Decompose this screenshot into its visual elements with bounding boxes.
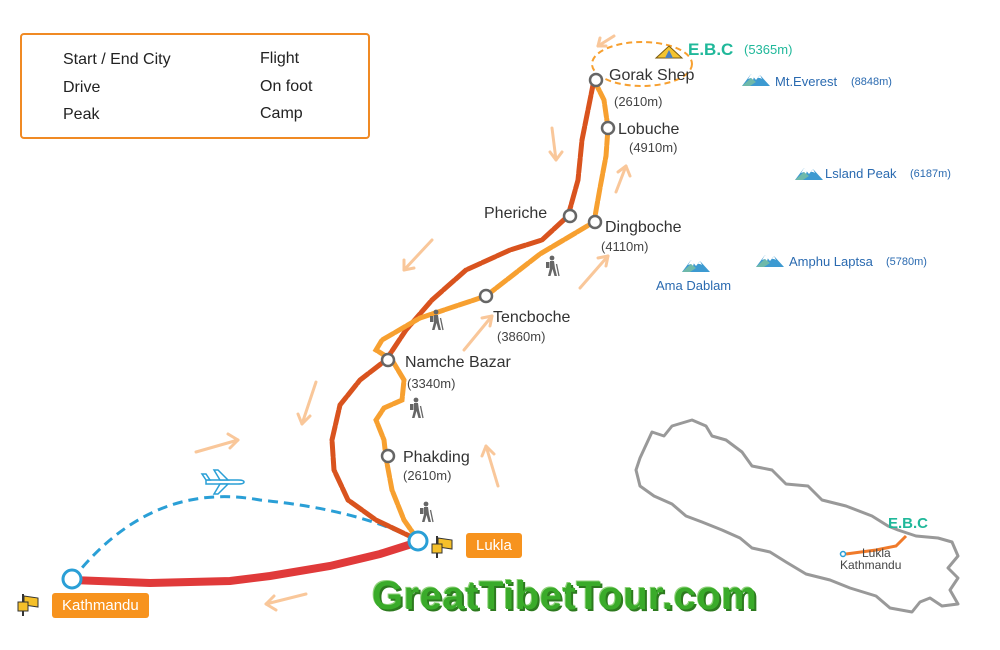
kathmandu-badge: Kathmandu bbox=[52, 593, 149, 618]
legend-on-foot-label: On foot bbox=[260, 78, 313, 95]
namche-label: Namche Bazar bbox=[405, 354, 511, 371]
nepal-inset-outline bbox=[634, 418, 960, 614]
arrow-1 bbox=[194, 432, 240, 454]
legend-start-end-city: Start / End City bbox=[63, 51, 171, 69]
arrow-6 bbox=[596, 34, 616, 48]
phakding-marker bbox=[380, 448, 396, 464]
ebc-loop bbox=[591, 41, 693, 87]
legend-peak-label: Peak bbox=[63, 106, 100, 123]
kathmandu-city-marker bbox=[61, 568, 83, 590]
arrow-9 bbox=[462, 314, 494, 352]
lukla-city-marker bbox=[407, 530, 429, 552]
arrow-10 bbox=[480, 444, 500, 488]
legend-peak: Peak bbox=[63, 106, 99, 124]
drive-route bbox=[68, 538, 422, 588]
brand-watermark: GreatTibetTour.com bbox=[372, 574, 758, 618]
phakding-altitude: (2610m) bbox=[403, 468, 452, 483]
ama-dablam-peak-icon bbox=[682, 260, 710, 272]
lobuche-marker bbox=[600, 120, 616, 136]
lobuche-label: Lobuche bbox=[618, 121, 680, 138]
phakding-label: Phakding bbox=[403, 449, 470, 466]
arrow-4 bbox=[402, 238, 434, 272]
arrow-5 bbox=[548, 126, 564, 162]
plane-icon bbox=[200, 469, 245, 495]
legend-flight: Flight bbox=[260, 50, 299, 68]
kathmandu-flag-icon bbox=[17, 593, 39, 617]
inset-kathmandu-marker bbox=[839, 550, 847, 558]
amphu-laptsa-label: Amphu Laptsa bbox=[789, 254, 873, 269]
pheriche-label: Pheriche bbox=[484, 205, 548, 222]
legend-start-end-city-label: Start / End City bbox=[63, 51, 171, 68]
tencboche-label: Tencboche bbox=[493, 309, 571, 326]
hiker-icon-1 bbox=[545, 254, 560, 277]
inset-ebc-label: E.B.C bbox=[888, 515, 929, 532]
island-peak-label: Lsland Peak bbox=[825, 166, 897, 181]
lukla-badge: Lukla bbox=[466, 533, 522, 558]
inset-route bbox=[845, 534, 908, 556]
tencboche-marker bbox=[478, 288, 494, 304]
legend-camp-label: Camp bbox=[260, 105, 303, 122]
legend-camp: Camp bbox=[260, 105, 303, 123]
namche-marker bbox=[380, 352, 396, 368]
dingboche-marker bbox=[587, 214, 603, 230]
legend-on-foot: On foot bbox=[260, 78, 312, 96]
inset-kathmandu-label: Kathmandu bbox=[840, 558, 902, 572]
legend-flight-label: Flight bbox=[260, 50, 300, 67]
arrow-3 bbox=[296, 380, 318, 426]
gorak-shep-altitude: (2610m) bbox=[614, 94, 663, 109]
descent-route bbox=[329, 77, 597, 543]
ebc-label: E.B.C bbox=[688, 40, 734, 59]
tencboche-altitude: (3860m) bbox=[497, 329, 546, 344]
everest-altitude: (8848m) bbox=[851, 76, 892, 88]
hiker-icon-3 bbox=[409, 396, 424, 419]
lobuche-altitude: (4910m) bbox=[629, 140, 678, 155]
arrow-2 bbox=[264, 592, 308, 612]
island-peak-icon bbox=[795, 168, 823, 180]
inset-lukla-label: Lukla bbox=[862, 546, 891, 560]
pheriche-marker bbox=[562, 208, 578, 224]
amphu-laptsa-altitude: (5780m) bbox=[886, 256, 927, 268]
amphu-peak-icon bbox=[756, 255, 784, 267]
flight-route bbox=[70, 495, 417, 581]
namche-altitude: (3340m) bbox=[407, 376, 456, 391]
gorak-shep-label: Gorak Shep bbox=[609, 67, 695, 84]
ama-dablam-label: Ama Dablam bbox=[656, 278, 732, 293]
dingboche-label: Dingboche bbox=[605, 219, 682, 236]
lukla-flag-icon bbox=[431, 535, 453, 559]
hiker-icon-4 bbox=[419, 500, 434, 523]
dingboche-altitude: (4110m) bbox=[601, 239, 649, 254]
everest-label: Mt.Everest bbox=[775, 74, 838, 89]
ebc-altitude: (5365m) bbox=[744, 42, 793, 57]
legend-drive: Drive bbox=[63, 79, 100, 97]
legend bbox=[20, 33, 370, 139]
gorak-shep-marker bbox=[588, 72, 604, 88]
legend-drive-label: Drive bbox=[63, 79, 101, 96]
everest-peak-icon bbox=[742, 74, 770, 86]
arrow-8 bbox=[578, 254, 610, 290]
arrow-7 bbox=[614, 164, 632, 194]
island-peak-altitude: (6187m) bbox=[910, 168, 951, 180]
